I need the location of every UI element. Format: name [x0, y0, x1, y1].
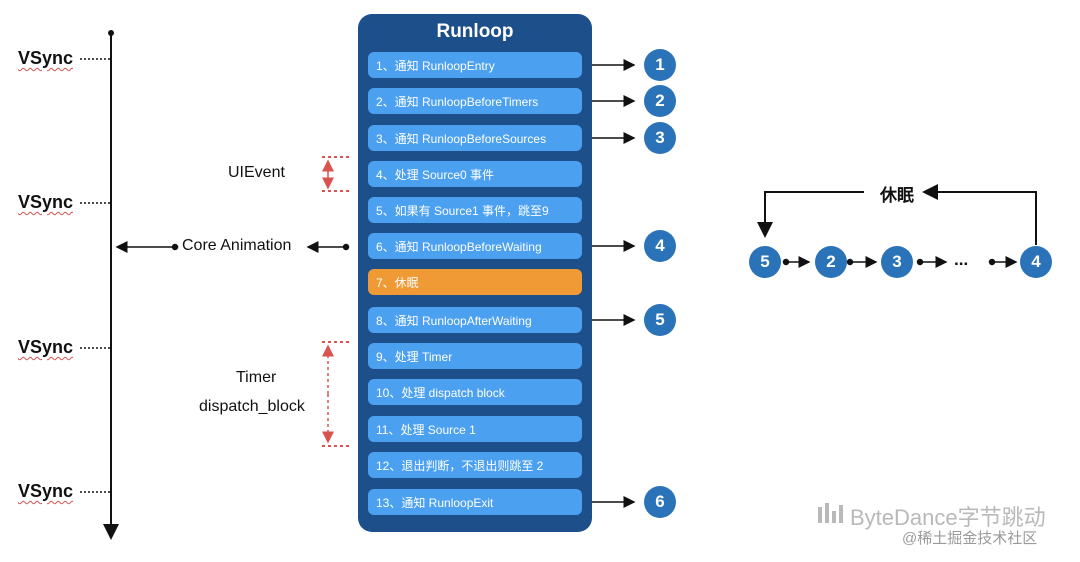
cycle-node: 2 — [815, 246, 847, 278]
vsync-label: VSync — [18, 337, 74, 357]
cycle-loop — [757, 184, 1037, 245]
cycle-node: 4 — [1020, 246, 1052, 278]
observer-circle: 2 — [644, 85, 676, 117]
runloop-step: 3、通知 RunloopBeforeSources — [368, 125, 582, 151]
runloop-step: 6、通知 RunloopBeforeWaiting — [368, 233, 582, 259]
cycle-ellipsis: ... — [954, 250, 969, 269]
observer-circle: 3 — [644, 122, 676, 154]
dispatch-block-label: dispatch_block — [199, 398, 305, 415]
runloop-step: 8、通知 RunloopAfterWaiting — [368, 307, 582, 333]
runloop-step: 10、处理 dispatch block — [368, 379, 582, 405]
timeline-axis — [103, 30, 119, 540]
core-animation-arrows — [115, 241, 350, 253]
runloop-step: 9、处理 Timer — [368, 343, 582, 369]
timer-bracket — [322, 341, 352, 447]
core-animation-label: Core Animation — [182, 237, 292, 254]
runloop-step: 4、处理 Source0 事件 — [368, 161, 582, 187]
cycle-node: 3 — [881, 246, 913, 278]
runloop-step: 2、通知 RunloopBeforeTimers — [368, 88, 582, 114]
runloop-panel: Runloop 1、通知 RunloopEntry 2、通知 RunloopBe… — [358, 14, 592, 532]
observer-circle: 4 — [644, 230, 676, 262]
vsync-label: VSync — [18, 481, 74, 501]
observer-circle: 6 — [644, 486, 676, 518]
watermark-subtext: @稀土掘金技术社区 — [902, 530, 1038, 547]
uievent-label: UIEvent — [228, 164, 285, 181]
vsync-label: VSync — [18, 48, 74, 68]
timer-label: Timer — [236, 369, 277, 386]
vsync-ticks — [80, 58, 110, 493]
observer-circle: 1 — [644, 49, 676, 81]
runloop-step: 5、如果有 Source1 事件，跳至9 — [368, 197, 582, 223]
cycle-node: 5 — [749, 246, 781, 278]
vsync-label: VSync — [18, 192, 74, 212]
runloop-title: Runloop — [436, 21, 514, 42]
cycle-sleep-label: 休眠 — [880, 186, 914, 205]
runloop-step: 11、处理 Source 1 — [368, 416, 582, 442]
runloop-step-sleep: 7、休眠 — [368, 269, 582, 295]
observer-circle: 5 — [644, 304, 676, 336]
runloop-step: 12、退出判断，不退出则跳至 2 — [368, 452, 582, 478]
cycle-arrows — [782, 256, 1018, 268]
uievent-bracket — [322, 156, 352, 192]
runloop-step: 1、通知 RunloopEntry — [368, 52, 582, 78]
runloop-step: 13、通知 RunloopExit — [368, 489, 582, 515]
bytedance-logo-icon — [818, 503, 844, 530]
watermark-logo-text: ByteDance字节跳动 — [850, 505, 1046, 530]
